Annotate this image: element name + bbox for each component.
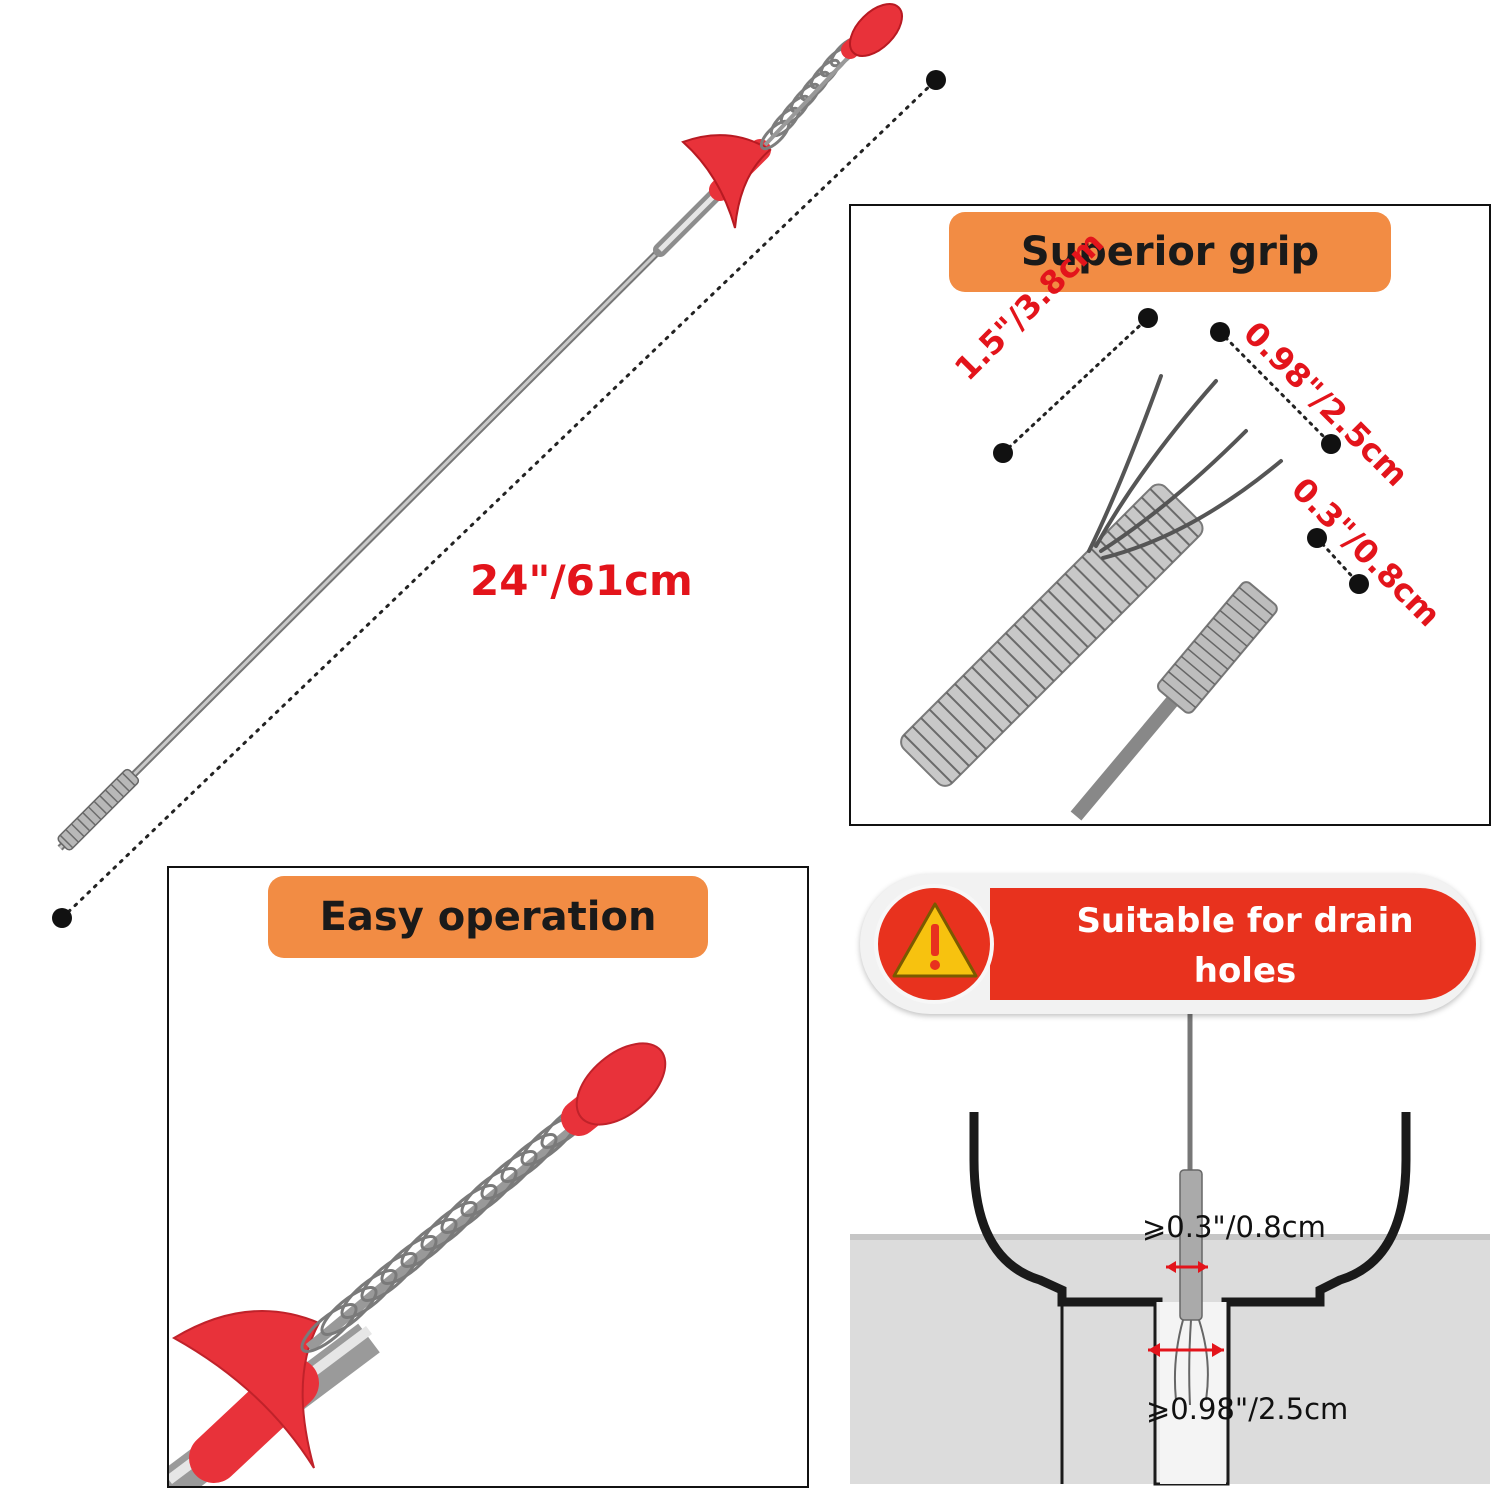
min-hole-label: ⩾0.98"/2.5cm [1146, 1392, 1349, 1426]
drain-banner-red [990, 888, 1476, 1000]
easy-operation-panel: Easy operation [167, 866, 809, 1488]
length-endpoint-bottom [52, 908, 72, 928]
length-label: 24"/61cm [470, 556, 693, 605]
warning-circle [874, 884, 994, 1004]
warning-triangle-icon [892, 902, 978, 978]
main-tool: 24"/61cm [0, 0, 960, 940]
claw-illustration [900, 308, 1369, 821]
superior-grip-title: Superior grip [949, 212, 1391, 292]
handle-illustration [169, 1042, 667, 1486]
superior-grip-panel: Superior grip 1.5"/3.8cm 0.98"/2.5cm 0.3… [849, 204, 1491, 826]
min-tube-label: ⩾0.3"/0.8cm [1142, 1210, 1326, 1244]
drain-illustration [850, 1000, 1490, 1486]
easy-operation-title: Easy operation [268, 876, 708, 958]
drain-banner-text: Suitable for drain holes [1076, 901, 1414, 991]
drain-panel: Suitable for drain holes ⩾0.3"/0.8cm ⩾0.… [850, 870, 1490, 1486]
main-tool-illustration [52, 3, 946, 928]
length-endpoint-top [926, 70, 946, 90]
